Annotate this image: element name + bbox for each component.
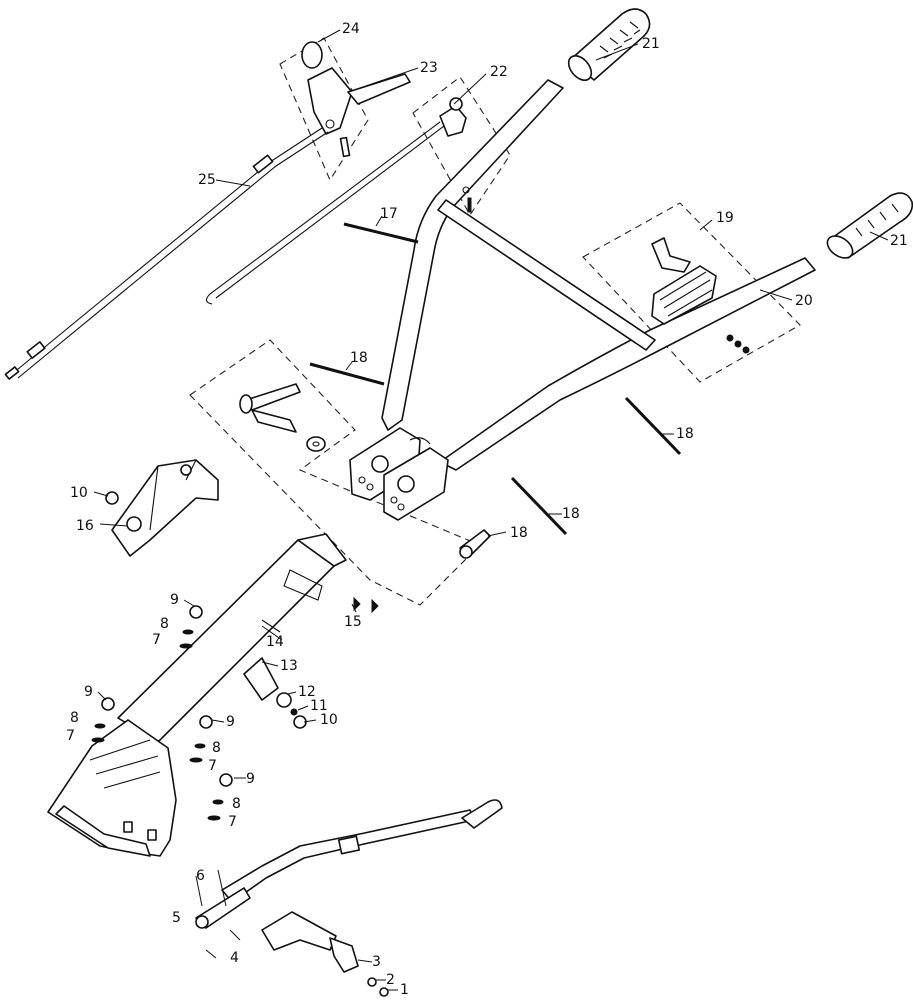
- callout-23: 23: [420, 60, 438, 76]
- callout-24: 24: [342, 21, 360, 37]
- callout-13: 13: [280, 658, 298, 674]
- callout-22: 22: [490, 64, 508, 80]
- callout-7-d: 7: [228, 814, 237, 830]
- callout-7-a: 7: [152, 632, 161, 648]
- callout-17: 18: [510, 525, 528, 541]
- fastener-stack-c: [189, 715, 213, 763]
- callout-5: 5: [172, 910, 181, 926]
- callout-numbers: 24 23 22 21 25 17 19 21 20 18 18 10 18 1…: [66, 21, 908, 998]
- leader-lines: [93, 29, 889, 991]
- grip-upper: [567, 8, 651, 81]
- callout-18-a: 17: [380, 206, 398, 222]
- callout-2: 2: [386, 972, 395, 988]
- callout-3: 3: [372, 954, 381, 970]
- rod-18-b: [309, 362, 385, 386]
- callout-8-b: 8: [70, 710, 79, 726]
- callout-18-c: 18: [676, 426, 694, 442]
- callout-16: 16: [76, 518, 94, 534]
- callout-8-d: 8: [232, 796, 241, 812]
- callout-15: 15: [344, 614, 362, 630]
- grip-lower: [826, 192, 913, 259]
- callout-25: 25: [198, 172, 216, 188]
- callout-18-b: 18: [350, 350, 368, 366]
- callout-9-d: 9: [246, 771, 255, 787]
- callout-14: 14: [266, 634, 284, 650]
- clamp-16: [111, 459, 219, 557]
- fastener-stack-a: [179, 605, 203, 649]
- brake-lever-assembly: [301, 41, 411, 158]
- callout-6: 6: [196, 868, 205, 884]
- callout-8-c: 8: [212, 740, 221, 756]
- callout-10-b: 10: [320, 712, 338, 728]
- callout-11: 11: [310, 698, 328, 714]
- callout-9-b: 9: [84, 684, 93, 700]
- cable-25: [4, 127, 329, 380]
- rod-18-c: [624, 396, 682, 456]
- callout-9-a: 9: [170, 592, 179, 608]
- fastener-stack-b: [91, 697, 115, 743]
- throttle-switch-assembly: [651, 237, 750, 354]
- cable-22: [205, 97, 472, 305]
- base-plate: [47, 719, 177, 857]
- lock-lever-17: [459, 529, 491, 559]
- handlebar-frame: [349, 79, 816, 521]
- hardware-10-11-12-13: [105, 491, 379, 729]
- pivot-bolt: [239, 383, 326, 452]
- callout-18-d: 18: [562, 506, 580, 522]
- fastener-stack-d: [207, 773, 233, 821]
- callout-10-a: 10: [70, 485, 88, 501]
- rod-18-d: [510, 476, 568, 536]
- group-box-19: [582, 202, 801, 383]
- callout-20: 20: [795, 293, 813, 309]
- callout-9-c: 9: [226, 714, 235, 730]
- callout-12: 12: [298, 684, 316, 700]
- rod-18-a: [343, 222, 419, 244]
- group-box-22: [412, 76, 511, 217]
- callout-4: 4: [230, 950, 239, 966]
- gear-shift-lever: [195, 799, 503, 997]
- callout-7-c: 7: [208, 758, 217, 774]
- callout-8-a: 8: [160, 616, 169, 632]
- callout-7-b: 7: [66, 728, 75, 744]
- callout-1: 1: [400, 982, 409, 998]
- callout-21-upper: 21: [642, 36, 660, 52]
- callout-19: 19: [716, 210, 734, 226]
- callout-21-lower: 21: [890, 233, 908, 249]
